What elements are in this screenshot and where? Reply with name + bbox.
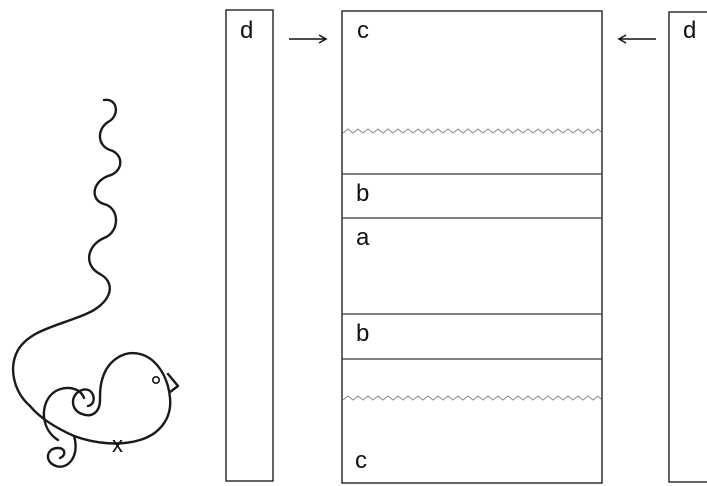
tail-curl bbox=[48, 436, 76, 467]
left-strip bbox=[226, 10, 273, 481]
right-strip-label: d bbox=[683, 17, 696, 44]
curly-trail bbox=[13, 100, 120, 406]
bird-eye bbox=[153, 377, 159, 383]
upper-zigzag bbox=[343, 129, 601, 133]
bird-mark: x bbox=[112, 432, 123, 457]
label-upper-b: b bbox=[356, 180, 369, 207]
label-top-c: c bbox=[357, 17, 369, 44]
central-column bbox=[342, 11, 602, 483]
lower-zigzag bbox=[343, 396, 601, 400]
label-lower-b: b bbox=[356, 320, 369, 347]
left-strip-label: d bbox=[240, 17, 253, 44]
arrow-right bbox=[289, 35, 326, 43]
bird-drawing: x bbox=[13, 100, 178, 467]
arrow-left bbox=[619, 35, 656, 43]
bird-body bbox=[30, 353, 170, 443]
label-a: a bbox=[356, 224, 370, 251]
label-bottom-c: c bbox=[355, 447, 367, 474]
bird-wing-swirl bbox=[73, 389, 100, 415]
right-strip bbox=[669, 12, 707, 482]
